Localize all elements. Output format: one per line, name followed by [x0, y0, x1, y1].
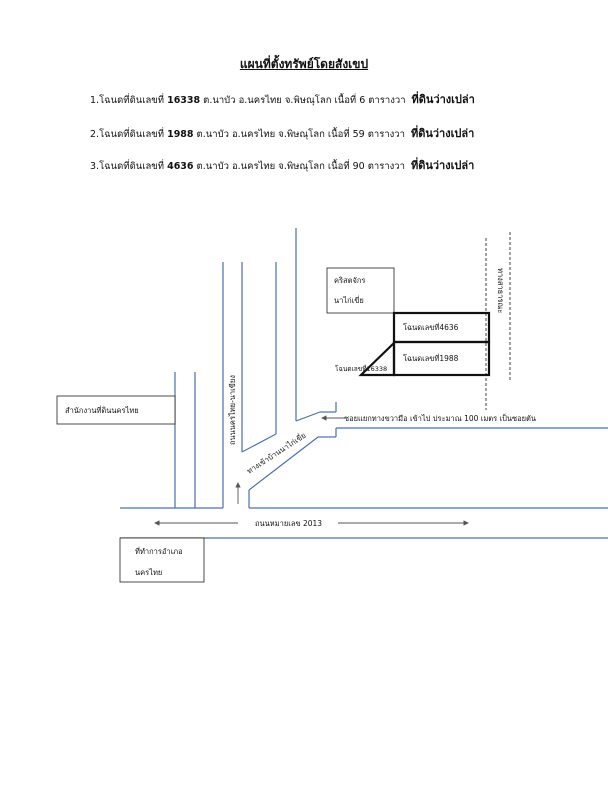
- road-vertical-label: ถนนนครไทย-นาเขียง: [228, 375, 237, 445]
- road-edge: [248, 436, 319, 491]
- plot-1988-label: โฉนดเลขที่1988: [403, 353, 459, 363]
- deed-number: 4636: [167, 161, 194, 172]
- deed-item-3: 3.โฉนดที่ดินเลขที่ 4636 ต.นาบัว อ.นครไทย…: [90, 156, 474, 174]
- land-office-label: สำนักงานที่ดินนครไทย: [65, 405, 139, 415]
- deed-item-1: 1.โฉนดที่ดินเลขที่ 16338 ต.นาบัว อ.นครไท…: [90, 90, 475, 108]
- road-lines: [120, 228, 608, 539]
- soi-note: ซอยแยกทางขวามือ เข้าไป ประมาณ 100 เมตร เ…: [344, 413, 536, 423]
- district-office-box: [119, 537, 205, 583]
- map-title: แผนที่ตั้งทรัพย์โดยสังเขป: [239, 57, 369, 71]
- plot-16338-shape: [358, 340, 396, 377]
- deed-number: 1988: [167, 129, 194, 140]
- road-edge: [295, 411, 321, 422]
- highway-label: ถนนหมายเลข 2013: [255, 519, 322, 528]
- deed-details: ต.นาบัว อ.นครไทย จ.พิษณุโลก เนื้อที่ 6 ต…: [200, 95, 406, 106]
- plot-16338-label: โฉนดเลขที่16338: [335, 364, 387, 373]
- land-office-box: [56, 395, 176, 425]
- deed-prefix: 3.โฉนดที่ดินเลขที่: [90, 161, 168, 172]
- plot-outlines: [358, 311, 491, 377]
- public-way-label: ทางสาธารณะ: [496, 268, 505, 313]
- district-office-label: ที่ทำการอำเภอ: [135, 546, 183, 556]
- deed-prefix: 1.โฉนดที่ดินเลขที่: [90, 95, 168, 106]
- deed-prefix: 2.โฉนดที่ดินเลขที่: [90, 129, 168, 140]
- deed-number: 16338: [167, 95, 201, 106]
- deed-details: ต.นาบัว อ.นครไทย จ.พิษณุโลก เนื้อที่ 59 …: [193, 129, 405, 140]
- plot-4636-label: โฉนดเลขที่4636: [403, 322, 459, 332]
- church-label: นาไก่เขี่ย: [334, 295, 364, 305]
- deed-status: ที่ดินว่างเปล่า: [410, 159, 475, 172]
- church-label: คริสตจักร: [334, 276, 365, 285]
- deed-item-2: 2.โฉนดที่ดินเลขที่ 1988 ต.นาบัว อ.นครไทย…: [90, 124, 474, 142]
- church-box: [326, 267, 395, 314]
- deed-status: ที่ดินว่างเปล่า: [410, 127, 475, 140]
- public-way-lines: [485, 232, 511, 410]
- deed-status: ที่ดินว่างเปล่า: [411, 93, 475, 106]
- road-edge: [241, 433, 277, 453]
- district-office-label: นครไทย: [135, 568, 162, 577]
- deed-details: ต.นาบัว อ.นครไทย จ.พิษณุโลก เนื้อที่ 90 …: [193, 161, 405, 172]
